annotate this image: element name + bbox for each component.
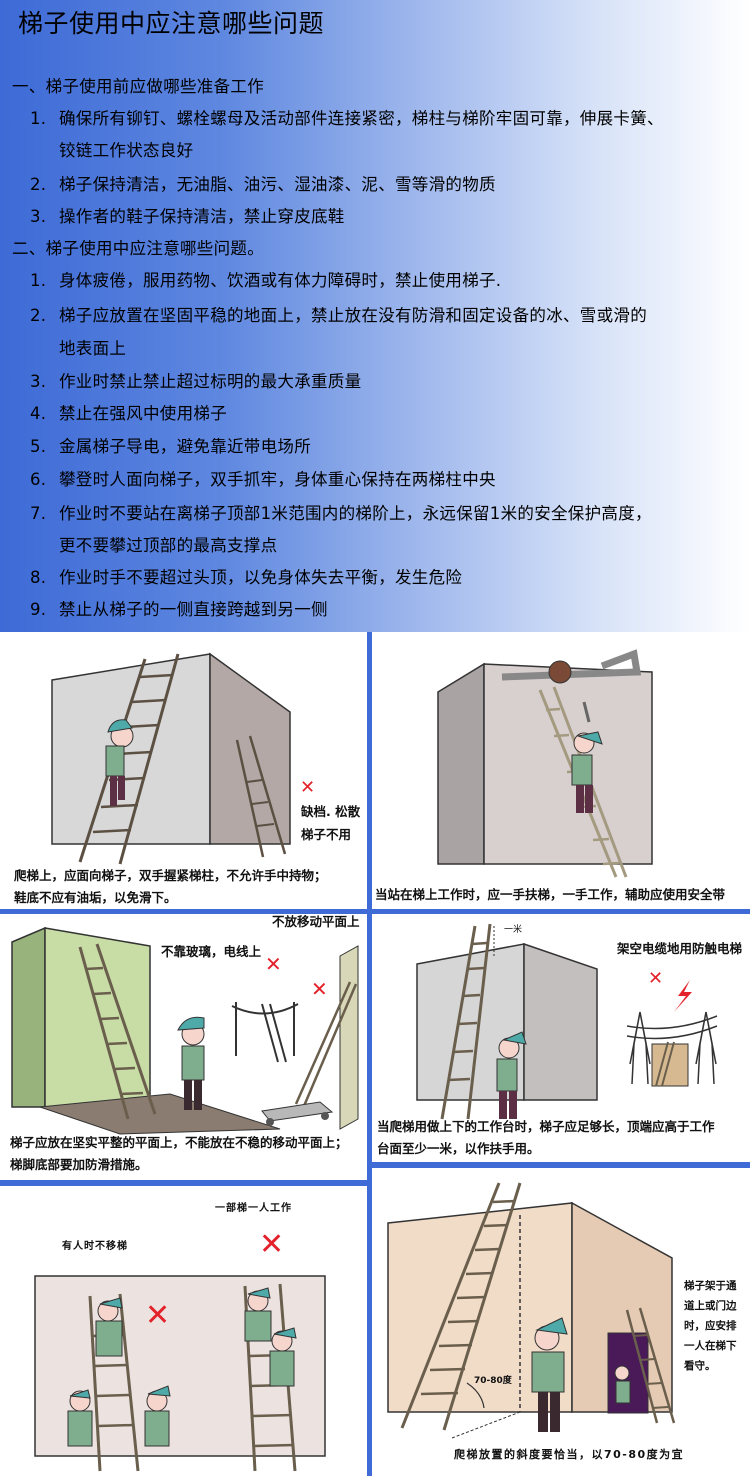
- list-item-continuation: 更不要攀过顶部的最高支撑点: [0, 535, 750, 557]
- item-text: 梯子应放置在坚固平稳的地面上，禁止放在没有防滑和固定设备的冰、雪或滑的: [59, 306, 647, 325]
- item-text: 攀登时人面向梯子，双手抓牢，身体重心保持在两梯柱中央: [59, 470, 496, 489]
- item-number: 1.: [30, 109, 47, 128]
- list-item: 2. 梯子保持清洁，无油脂、油污、湿油漆、泥、雪等滑的物质: [0, 174, 750, 196]
- item-text: 铰链工作状态良好: [59, 141, 194, 160]
- list-item-continuation: 铰链工作状态良好: [0, 140, 750, 162]
- text-panel: 梯子使用中应注意哪些问题 一、梯子使用前应做哪些准备工作 1. 确保所有铆钉、螺…: [0, 0, 750, 632]
- item-text: 作业时禁止禁止超过标明的最大承重质量: [59, 372, 362, 391]
- caption: 爬梯上，应面向梯子，双手握紧梯柱，不允许手中持物；: [14, 868, 327, 883]
- list-item: 6. 攀登时人面向梯子，双手抓牢，身体重心保持在两梯柱中央: [0, 469, 750, 491]
- note-missing-rungs: 缺档. 松散: [301, 804, 361, 819]
- item-number: 3.: [30, 207, 47, 226]
- x-mark-icon: ✕: [145, 1298, 171, 1333]
- section-heading-usage: 二、梯子使用中应注意哪些问题。: [12, 239, 264, 258]
- item-text: 地表面上: [59, 339, 127, 358]
- list-item: 7. 作业时不要站在离梯子顶部1米范围内的梯阶上，永远保留1米的安全保护高度，: [0, 503, 750, 525]
- x-mark-icon: ✕: [259, 1227, 285, 1262]
- note-no-moving-with-person: 有人时不移梯: [62, 1241, 128, 1252]
- item-text: 金属梯子导电，避免靠近带电场所: [59, 437, 311, 456]
- illustration-grid: ✕ 缺档. 松散 梯子不用 爬梯上，应面向梯子，双手握紧梯柱，不允许手中持物； …: [0, 632, 750, 1476]
- note-one-person-per-ladder: 一部梯一人工作: [215, 1203, 292, 1214]
- item-text: 梯子保持清洁，无油脂、油污、湿油漆、泥、雪等滑的物质: [59, 175, 496, 194]
- note-anti-shock-ladder: 架空电缆地用防触电梯: [617, 941, 743, 956]
- note-not-on-moving-surface: 不放移动平面上: [272, 914, 360, 929]
- page-title: 梯子使用中应注意哪些问题: [18, 9, 325, 38]
- item-number: 2.: [30, 306, 47, 325]
- item-number: 2.: [30, 175, 47, 194]
- list-item: 8. 作业时手不要超过头顶，以免身体失去平衡，发生危险: [0, 567, 750, 589]
- ladder-angle-illustration: [387, 1182, 676, 1439]
- x-mark-icon: ✕: [265, 952, 282, 976]
- illustration-one-person-per-ladder: 一部梯一人工作 有人时不移梯 ✕ ✕: [0, 1186, 367, 1476]
- note-do-not-use: 梯子不用: [301, 827, 352, 842]
- item-text: 操作者的鞋子保持清洁，禁止穿皮底鞋: [59, 207, 345, 226]
- section-heading-prep: 一、梯子使用前应做哪些准备工作: [12, 77, 264, 96]
- dimension-label-one-meter: 一米: [504, 925, 523, 935]
- item-text: 确保所有铆钉、螺栓螺母及活动部件连接紧密，梯柱与梯阶牢固可靠，伸展卡簧、: [59, 109, 664, 128]
- caption: 爬梯放置的斜度要恰当，以70-80度为宜: [454, 1448, 685, 1461]
- worker-on-ladder-illustration: [437, 649, 653, 878]
- x-mark-icon: ✕: [648, 968, 664, 989]
- illustration-angle-70-80: 70-80度 梯子架于通 道上或门边 时，应安排 一人在梯下 看守。 爬梯放置的…: [372, 1168, 750, 1476]
- item-text: 更不要攀过顶部的最高支撑点: [59, 536, 278, 555]
- list-item: 3. 操作者的鞋子保持清洁，禁止穿皮底鞋: [0, 206, 750, 228]
- caption: 台面至少一米，以作扶手用。: [377, 1141, 540, 1156]
- list-item: 9. 禁止从梯子的一侧直接跨越到另一侧: [0, 599, 750, 621]
- item-number: 9.: [30, 600, 47, 619]
- item-number: 6.: [30, 470, 47, 489]
- item-number: 5.: [30, 437, 47, 456]
- note-guard-ladder-4: 一人在梯下: [684, 1340, 737, 1352]
- list-item: 4. 禁止在强风中使用梯子: [0, 403, 750, 425]
- divider-row2-right: [372, 1162, 750, 1168]
- divider-vertical: [367, 632, 372, 1476]
- note-guard-ladder-1: 梯子架于通: [684, 1280, 737, 1292]
- item-number: 7.: [30, 504, 47, 523]
- list-item: 3. 作业时禁止禁止超过标明的最大承重质量: [0, 371, 750, 393]
- list-item: 5. 金属梯子导电，避免靠近带电场所: [0, 436, 750, 458]
- item-text: 身体疲倦，服用药物、饮酒或有体力障碍时，禁止使用梯子.: [59, 271, 502, 290]
- ladder-placement-illustration: [11, 926, 359, 1135]
- x-mark-icon: ✕: [311, 977, 328, 1001]
- ladder-height-illustration: [416, 923, 718, 1120]
- illustration-firm-ground: 不放移动平面上 不靠玻璃，电线上 ✕ ✕ 梯子应放在坚实平整的平面上，不能放在不…: [0, 914, 367, 1180]
- divider-row2-left: [0, 1180, 367, 1186]
- list-item: 2. 梯子应放置在坚固平稳的地面上，禁止放在没有防滑和固定设备的冰、雪或滑的: [0, 305, 750, 327]
- item-text: 禁止从梯子的一侧直接跨越到另一侧: [59, 600, 328, 619]
- note-guard-ladder-3: 时，应安排: [684, 1320, 737, 1332]
- note-guard-ladder-5: 看守。: [684, 1360, 716, 1372]
- caption: 梯脚底部要加防滑措施。: [10, 1157, 148, 1172]
- note-guard-ladder-2: 道上或门边: [684, 1300, 737, 1312]
- angle-label: 70-80度: [474, 1376, 512, 1386]
- caption: 当爬梯用做上下的工作台时，梯子应足够长，顶端应高于工作: [377, 1119, 715, 1134]
- item-text: 禁止在强风中使用梯子: [59, 404, 227, 423]
- list-item-continuation: 地表面上: [0, 338, 750, 360]
- illustration-one-meter-above: 一米 架空电缆地用防触电梯 ✕ 当爬梯用做上下的工作台时，梯子应足够长，顶端应高…: [372, 914, 750, 1162]
- ladder-climber-illustration: [51, 652, 291, 865]
- item-number: 4.: [30, 404, 47, 423]
- caption: 当站在梯上工作时，应一手扶梯，一手工作，辅助应使用安全带: [375, 887, 726, 902]
- divider-row1-right: [372, 909, 750, 914]
- list-item: 1. 确保所有铆钉、螺栓螺母及活动部件连接紧密，梯柱与梯阶牢固可靠，伸展卡簧、: [0, 108, 750, 130]
- divider-row1-left: [0, 909, 367, 914]
- illustration-face-ladder: ✕ 缺档. 松散 梯子不用 爬梯上，应面向梯子，双手握紧梯柱，不允许手中持物； …: [0, 632, 367, 909]
- caption: 鞋底不应有油垢，以免滑下。: [14, 890, 177, 905]
- multiple-workers-illustration: [34, 1275, 326, 1472]
- list-item: 1. 身体疲倦，服用药物、饮酒或有体力障碍时，禁止使用梯子.: [0, 270, 750, 292]
- item-number: 1.: [30, 271, 47, 290]
- item-text: 作业时手不要超过头顶，以免身体失去平衡，发生危险: [59, 568, 463, 587]
- caption: 梯子应放在坚实平整的平面上，不能放在不稳的移动平面上；: [10, 1135, 348, 1150]
- x-mark-icon: ✕: [300, 777, 316, 798]
- item-number: 8.: [30, 568, 47, 587]
- note-not-against-glass-wires: 不靠玻璃，电线上: [161, 944, 262, 959]
- illustration-one-hand-work: 当站在梯上工作时，应一手扶梯，一手工作，辅助应使用安全带: [372, 632, 750, 909]
- item-text: 作业时不要站在离梯子顶部1米范围内的梯阶上，永远保留1米的安全保护高度，: [59, 504, 652, 523]
- item-number: 3.: [30, 372, 47, 391]
